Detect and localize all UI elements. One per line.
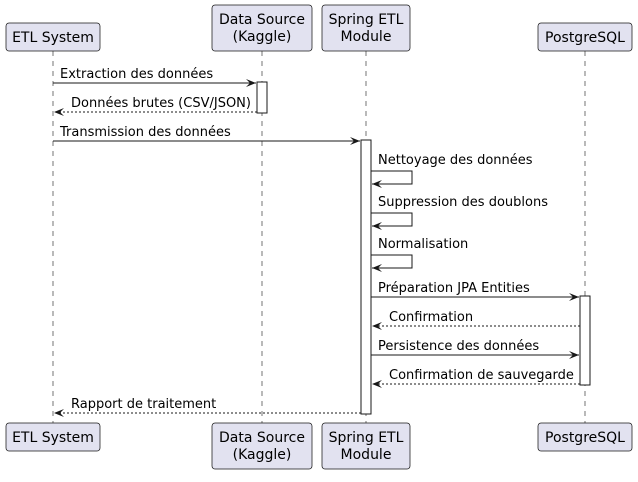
message-confirmation: Confirmation [372, 310, 580, 330]
message-label: Nettoyage des données [378, 153, 533, 168]
participant-label: (Kaggle) [233, 447, 292, 463]
participant-label: ETL System [12, 430, 94, 446]
participant-label: PostgreSQL [545, 430, 625, 446]
message-label: Confirmation de sauvegarde [389, 368, 574, 383]
participant-label: (Kaggle) [233, 29, 292, 45]
message-line [371, 170, 413, 185]
activation-bar-ds [256, 81, 268, 114]
message-label: Transmission des données [59, 125, 231, 140]
activation-bars [256, 81, 591, 415]
message-label: Données brutes (CSV/JSON) [71, 96, 251, 111]
arrowhead [569, 293, 579, 301]
message-pr-paration-jpa-entities: Préparation JPA Entities [371, 281, 579, 301]
arrowhead [372, 264, 382, 272]
activation-bar-pg [579, 295, 591, 386]
participant-pg-top: PostgreSQL [537, 22, 633, 52]
arrowhead [350, 137, 360, 145]
participant-box [321, 4, 411, 52]
participant-etl-top: ETL System [5, 22, 101, 52]
participant-box [537, 422, 633, 452]
message-suppression-des-doublons: Suppression des doublons [371, 195, 548, 230]
participant-label: ETL System [12, 30, 94, 46]
arrowhead [372, 180, 382, 188]
message-label: Extraction des données [60, 67, 213, 82]
participant-ds-bottom: Data Source(Kaggle) [211, 422, 313, 470]
participant-label: Data Source [219, 430, 305, 446]
message-extraction-des-donn-es: Extraction des données [53, 67, 256, 87]
message-confirmation-de-sauvegarde: Confirmation de sauvegarde [372, 368, 580, 388]
participant-etl-bottom: ETL System [5, 422, 101, 452]
message-label: Confirmation [389, 310, 473, 325]
participant-label: Module [341, 447, 392, 463]
arrowhead [569, 351, 579, 359]
message-donn-es-brutes-csv-json: Données brutes (CSV/JSON) [54, 96, 257, 116]
message-rapport-de-traitement: Rapport de traitement [54, 397, 361, 417]
participant-pg-bottom: PostgreSQL [537, 422, 633, 452]
message-normalisation: Normalisation [371, 237, 468, 272]
message-label: Rapport de traitement [71, 397, 216, 412]
participant-label: PostgreSQL [545, 30, 625, 46]
participant-label: Module [341, 29, 392, 45]
participant-label: Spring ETL [329, 430, 404, 446]
message-line [371, 254, 413, 269]
arrowhead [372, 380, 382, 388]
participant-box [537, 22, 633, 52]
arrowhead [372, 322, 382, 330]
message-persistence-des-donn-es: Persistence des données [371, 339, 579, 359]
arrowhead [54, 409, 64, 417]
participant-box [5, 22, 101, 52]
participant-label: Spring ETL [329, 12, 404, 28]
activation-bar-spring [360, 139, 372, 415]
message-label: Normalisation [378, 237, 468, 252]
arrowhead [372, 222, 382, 230]
participant-box [5, 422, 101, 452]
participant-box [321, 422, 411, 470]
participant-ds-top: Data Source(Kaggle) [211, 4, 313, 52]
participant-box [211, 422, 313, 470]
participant-box [211, 4, 313, 52]
message-nettoyage-des-donn-es: Nettoyage des données [371, 153, 533, 188]
message-line [371, 212, 413, 227]
message-label: Préparation JPA Entities [378, 281, 530, 296]
participant-label: Data Source [219, 12, 305, 28]
arrowhead [246, 79, 256, 87]
arrowhead [54, 108, 64, 116]
message-label: Suppression des doublons [378, 195, 548, 210]
message-transmission-des-donn-es: Transmission des données [53, 125, 360, 145]
message-label: Persistence des données [378, 339, 539, 354]
